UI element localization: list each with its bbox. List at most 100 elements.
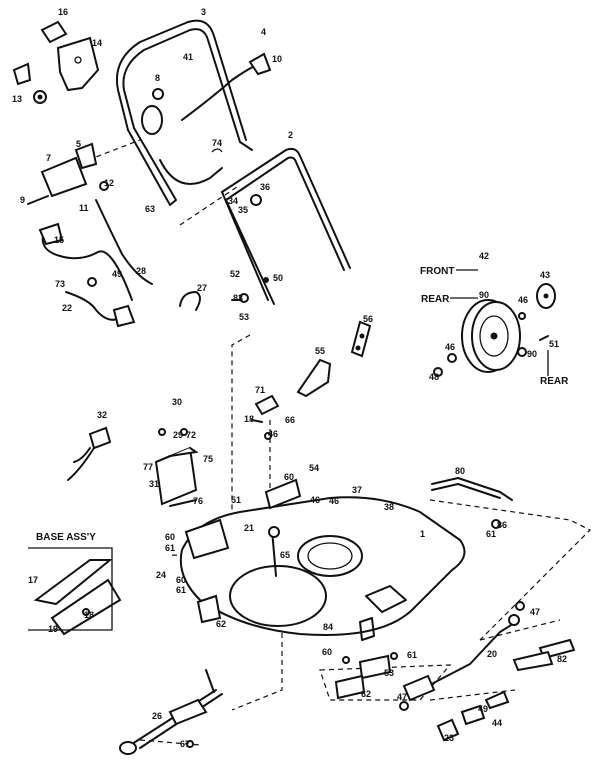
bracket-71 [251,394,280,440]
callout-c49b: 49 [478,704,488,714]
bolt-83 [231,293,249,303]
callout-c77: 77 [143,462,153,472]
callout-c42: 42 [479,251,489,261]
callout-c80: 80 [455,466,465,476]
callout-c56: 56 [363,314,373,324]
callout-c44: 44 [492,718,502,728]
callout-c31: 31 [149,479,159,489]
callout-c60b: 60 [165,532,175,542]
callout-c90b: 90 [527,349,537,359]
callout-c28: 28 [136,266,146,276]
callout-c23: 23 [444,733,454,743]
callout-c30: 30 [172,397,182,407]
callout-c51b: 51 [231,495,241,505]
callout-c83: 83 [233,293,243,303]
tag-rear2: REAR [540,376,569,387]
bracket-56 [350,320,372,358]
plug-22 [65,277,136,328]
callout-c41: 41 [183,52,193,62]
callout-c32: 32 [97,410,107,420]
control-cable-4 [181,52,272,121]
callout-c35: 35 [238,205,248,215]
switch-8 [141,88,164,135]
callout-c18b: 18 [84,610,94,620]
callout-c82: 82 [557,654,567,664]
callout-c37: 37 [352,485,362,495]
cord-28 [95,199,153,285]
callout-c90a: 90 [479,290,489,300]
plate-53 [342,652,398,680]
callout-c20: 20 [487,649,497,659]
cord-15 [38,222,133,301]
callout-c21: 21 [244,523,254,533]
callout-c8: 8 [155,73,160,83]
callout-c5: 5 [76,139,81,149]
lower-handle-2 [221,147,351,305]
callout-c60a: 60 [284,472,294,482]
callout-c27: 27 [197,283,207,293]
bracket-54 [264,478,302,510]
callout-c14: 14 [92,38,102,48]
lever-26 [119,669,223,755]
wire-74 [159,148,223,185]
callout-c46c: 46 [268,429,278,439]
hubcap-43 [536,283,556,309]
callout-c55: 55 [315,346,325,356]
callout-c24: 24 [156,570,166,580]
callout-c16: 16 [58,7,68,17]
callout-c13: 13 [12,94,22,104]
callout-c86: 86 [497,520,507,530]
callout-c54: 54 [309,463,319,473]
assembly-guides [87,139,592,746]
callout-c46a: 46 [518,295,528,305]
callout-c11: 11 [79,203,89,213]
callout-c67: 67 [180,739,190,749]
blade-bolt-65 [268,526,280,577]
bracket-14 [56,36,100,92]
tag-rear1: REAR [421,294,450,305]
upper-handle-3 [116,19,253,206]
callout-c73: 73 [55,279,65,289]
callout-c46b: 46 [445,342,455,352]
bracket-plate-16 [40,20,68,44]
callout-c61c: 61 [176,585,186,595]
callout-c1: 1 [420,529,425,539]
callout-c22: 22 [62,303,72,313]
callout-c46e: 46 [329,496,339,506]
wheel-hardware [433,312,549,377]
callout-c26: 26 [152,711,162,721]
callout-c49: 49 [112,269,122,279]
left-bracket-60 [184,518,230,560]
callout-c61a: 61 [486,529,496,539]
callout-c3: 3 [201,7,206,17]
callout-c52: 52 [230,269,240,279]
callout-c61d: 61 [407,650,417,660]
tube-82 [512,638,576,672]
callout-c15: 15 [54,235,64,245]
axle-20 [402,601,525,702]
switch-box-7 [27,142,109,205]
callout-c12: 12 [104,178,114,188]
callout-c47a: 47 [530,607,540,617]
clip-27 [179,291,201,311]
callout-c71: 71 [255,385,265,395]
callout-c75: 75 [203,454,213,464]
callout-c53: 53 [239,312,249,322]
callout-c19: 19 [48,624,58,634]
callout-c17: 17 [28,575,38,585]
callout-c46d: 46 [310,495,320,505]
base-assy [28,547,122,636]
plate-62 [334,674,366,700]
callout-c72: 72 [186,430,196,440]
callout-c62a: 62 [216,619,226,629]
rear-plate-62 [196,594,222,624]
callout-c51: 51 [549,339,559,349]
callout-c65: 65 [280,550,290,560]
callout-c9: 9 [20,195,25,205]
callout-c18: 18 [244,414,254,424]
callout-c29: 29 [173,430,183,440]
callout-c84: 84 [323,622,333,632]
